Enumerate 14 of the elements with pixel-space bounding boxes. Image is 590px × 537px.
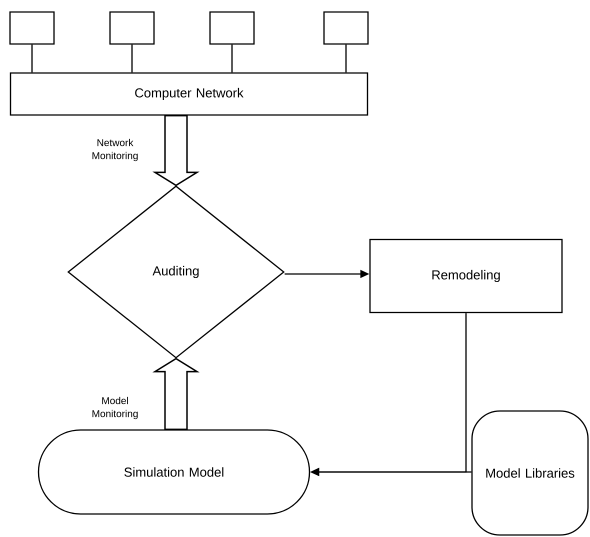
edge-label: Model Monitoring (92, 396, 138, 420)
computer-box (109, 11, 155, 45)
hollow-arrow (152, 358, 200, 430)
computer-box (9, 11, 55, 45)
computer-box (209, 11, 255, 45)
connector-line (31, 44, 33, 72)
edge-label: Network Monitoring (92, 138, 138, 162)
process-box: Remodeling (369, 238, 563, 314)
computer-box (323, 11, 369, 45)
hollow-arrow (152, 114, 200, 186)
connector-line (231, 44, 233, 72)
network-bar: Computer Network (10, 72, 368, 116)
connector-line (345, 44, 347, 72)
connector-line (131, 44, 133, 72)
